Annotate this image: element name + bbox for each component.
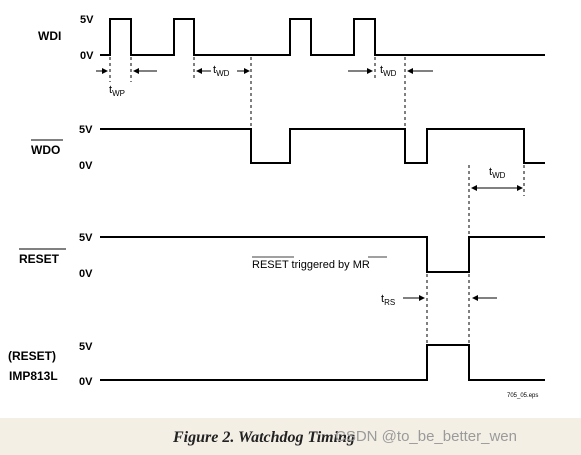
twd-label-bg bbox=[211, 63, 237, 77]
wdo-high-level: 5V bbox=[79, 124, 93, 136]
wdo-label: WDO bbox=[31, 143, 60, 157]
imp813l-waveform bbox=[100, 344, 545, 381]
reset-waveform bbox=[100, 236, 545, 273]
wdi-low-level: 0V bbox=[80, 50, 94, 62]
twd2-label: tWD bbox=[380, 64, 397, 78]
twp-arrow-right-head bbox=[133, 68, 139, 74]
wdi-waveform bbox=[100, 18, 545, 56]
imp813l-low-level: 0V bbox=[79, 376, 93, 388]
reset-trigger-reset: RESET bbox=[252, 259, 289, 271]
reset-trigger-note: RESET triggered by MR bbox=[252, 259, 370, 271]
wdo-low-level: 0V bbox=[79, 160, 93, 172]
trs-label: tRS bbox=[381, 293, 395, 307]
imp813l-label: IMP813L bbox=[9, 369, 58, 383]
twd-arrow-right-head bbox=[244, 68, 250, 74]
wdi-label: WDI bbox=[38, 29, 61, 43]
twd3-arrow-left-head bbox=[471, 185, 477, 191]
twd-arrow-left-head bbox=[196, 68, 202, 74]
twd-label: tWD bbox=[213, 64, 230, 78]
watermark: CSDN @to_be_better_wen bbox=[335, 428, 517, 445]
wdi-high-level: 5V bbox=[80, 14, 94, 26]
reset-low-level: 0V bbox=[79, 268, 93, 280]
figure-caption: Figure 2. Watchdog Timing bbox=[172, 429, 355, 446]
caption-band bbox=[0, 418, 581, 455]
reset-trigger-mr: MR bbox=[353, 259, 370, 271]
reset-label: RESET bbox=[19, 252, 60, 266]
imp813l-high-level: 5V bbox=[79, 341, 93, 353]
file-reference: 705_05.eps bbox=[507, 393, 538, 399]
trs-arrow-right-head bbox=[472, 295, 478, 301]
twd2-arrow-right-head bbox=[407, 68, 413, 74]
twd3-arrow-right-head bbox=[517, 185, 523, 191]
twp-label: tWP bbox=[109, 84, 125, 98]
twd3-label: tWD bbox=[489, 166, 506, 180]
reset-paren-label: (RESET) bbox=[8, 349, 56, 363]
wdo-waveform bbox=[100, 128, 545, 164]
trs-arrow-left-head bbox=[419, 295, 425, 301]
reset-high-level: 5V bbox=[79, 232, 93, 244]
twp-arrow-left-head bbox=[102, 68, 108, 74]
twd2-arrow-left-head bbox=[367, 68, 373, 74]
